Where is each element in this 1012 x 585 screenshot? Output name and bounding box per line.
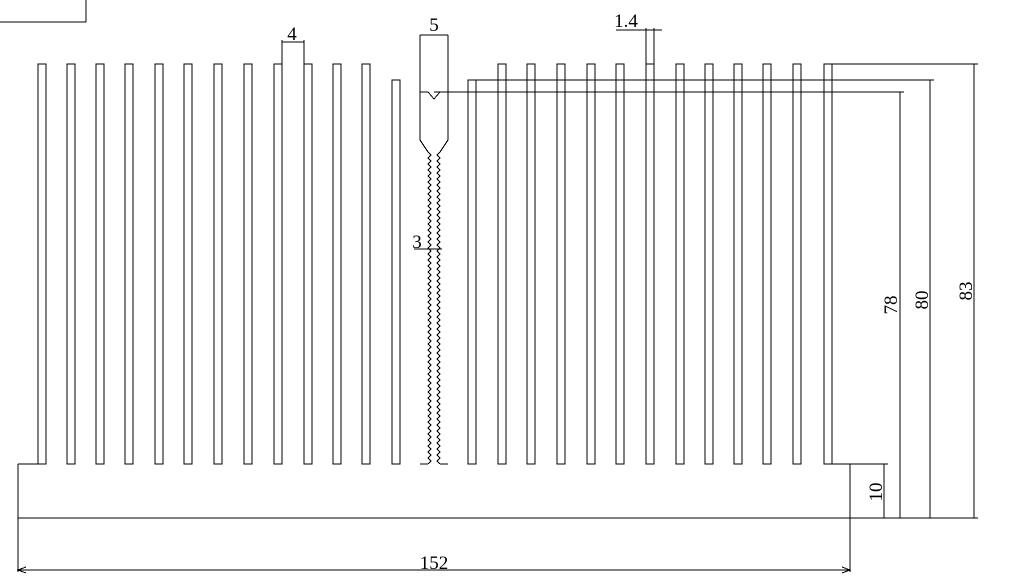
fin — [615, 63, 625, 465]
fin — [243, 63, 253, 465]
dim-height-inner: 78 — [434, 91, 904, 519]
dim-slot-detail-label: 3 — [412, 232, 422, 253]
fin — [556, 63, 566, 465]
fin — [733, 63, 743, 465]
fin — [792, 63, 802, 465]
fin — [675, 63, 685, 465]
fin — [66, 63, 76, 465]
title-block-corner — [0, 0, 87, 23]
dim-fin-tip-label: 1.4 — [614, 11, 638, 32]
fin-array — [37, 63, 833, 465]
dim-height-middle-label: 80 — [912, 291, 933, 310]
dim-base-thickness: 10 — [850, 463, 888, 519]
fin — [467, 79, 477, 465]
dim-fin-pitch: 4 — [281, 24, 305, 64]
dim-fin-tip: 1.4 — [614, 11, 662, 64]
fin — [361, 63, 371, 465]
dim-height-middle: 80 — [470, 79, 934, 519]
fin — [704, 63, 714, 465]
fin — [303, 63, 313, 465]
fin — [645, 63, 655, 465]
fin — [586, 63, 596, 465]
fin — [213, 63, 223, 465]
fin — [124, 63, 134, 465]
fin — [762, 63, 772, 465]
dim-slot-width-label: 5 — [429, 15, 439, 36]
fin — [391, 79, 401, 465]
dim-height-inner-label: 78 — [881, 296, 902, 315]
fin — [37, 63, 47, 465]
dim-slot-detail: 3 — [412, 232, 442, 253]
fin — [332, 63, 342, 465]
fin — [273, 63, 283, 465]
fin — [154, 63, 164, 465]
fin — [497, 63, 507, 465]
mounting-slot — [419, 34, 449, 465]
dim-overall-width: 152 — [16, 518, 852, 574]
fin — [95, 63, 105, 465]
dim-base-thickness-label: 10 — [866, 483, 887, 502]
dim-fin-pitch-label: 4 — [287, 24, 297, 45]
fin — [526, 63, 536, 465]
fin — [183, 63, 193, 465]
fin — [823, 63, 833, 465]
dim-overall-width-label: 152 — [420, 553, 449, 574]
dim-height-total-label: 83 — [956, 282, 977, 301]
dim-slot-width: 5 — [420, 15, 448, 36]
base-plate — [17, 463, 851, 519]
dim-height-total: 83 — [832, 63, 978, 519]
